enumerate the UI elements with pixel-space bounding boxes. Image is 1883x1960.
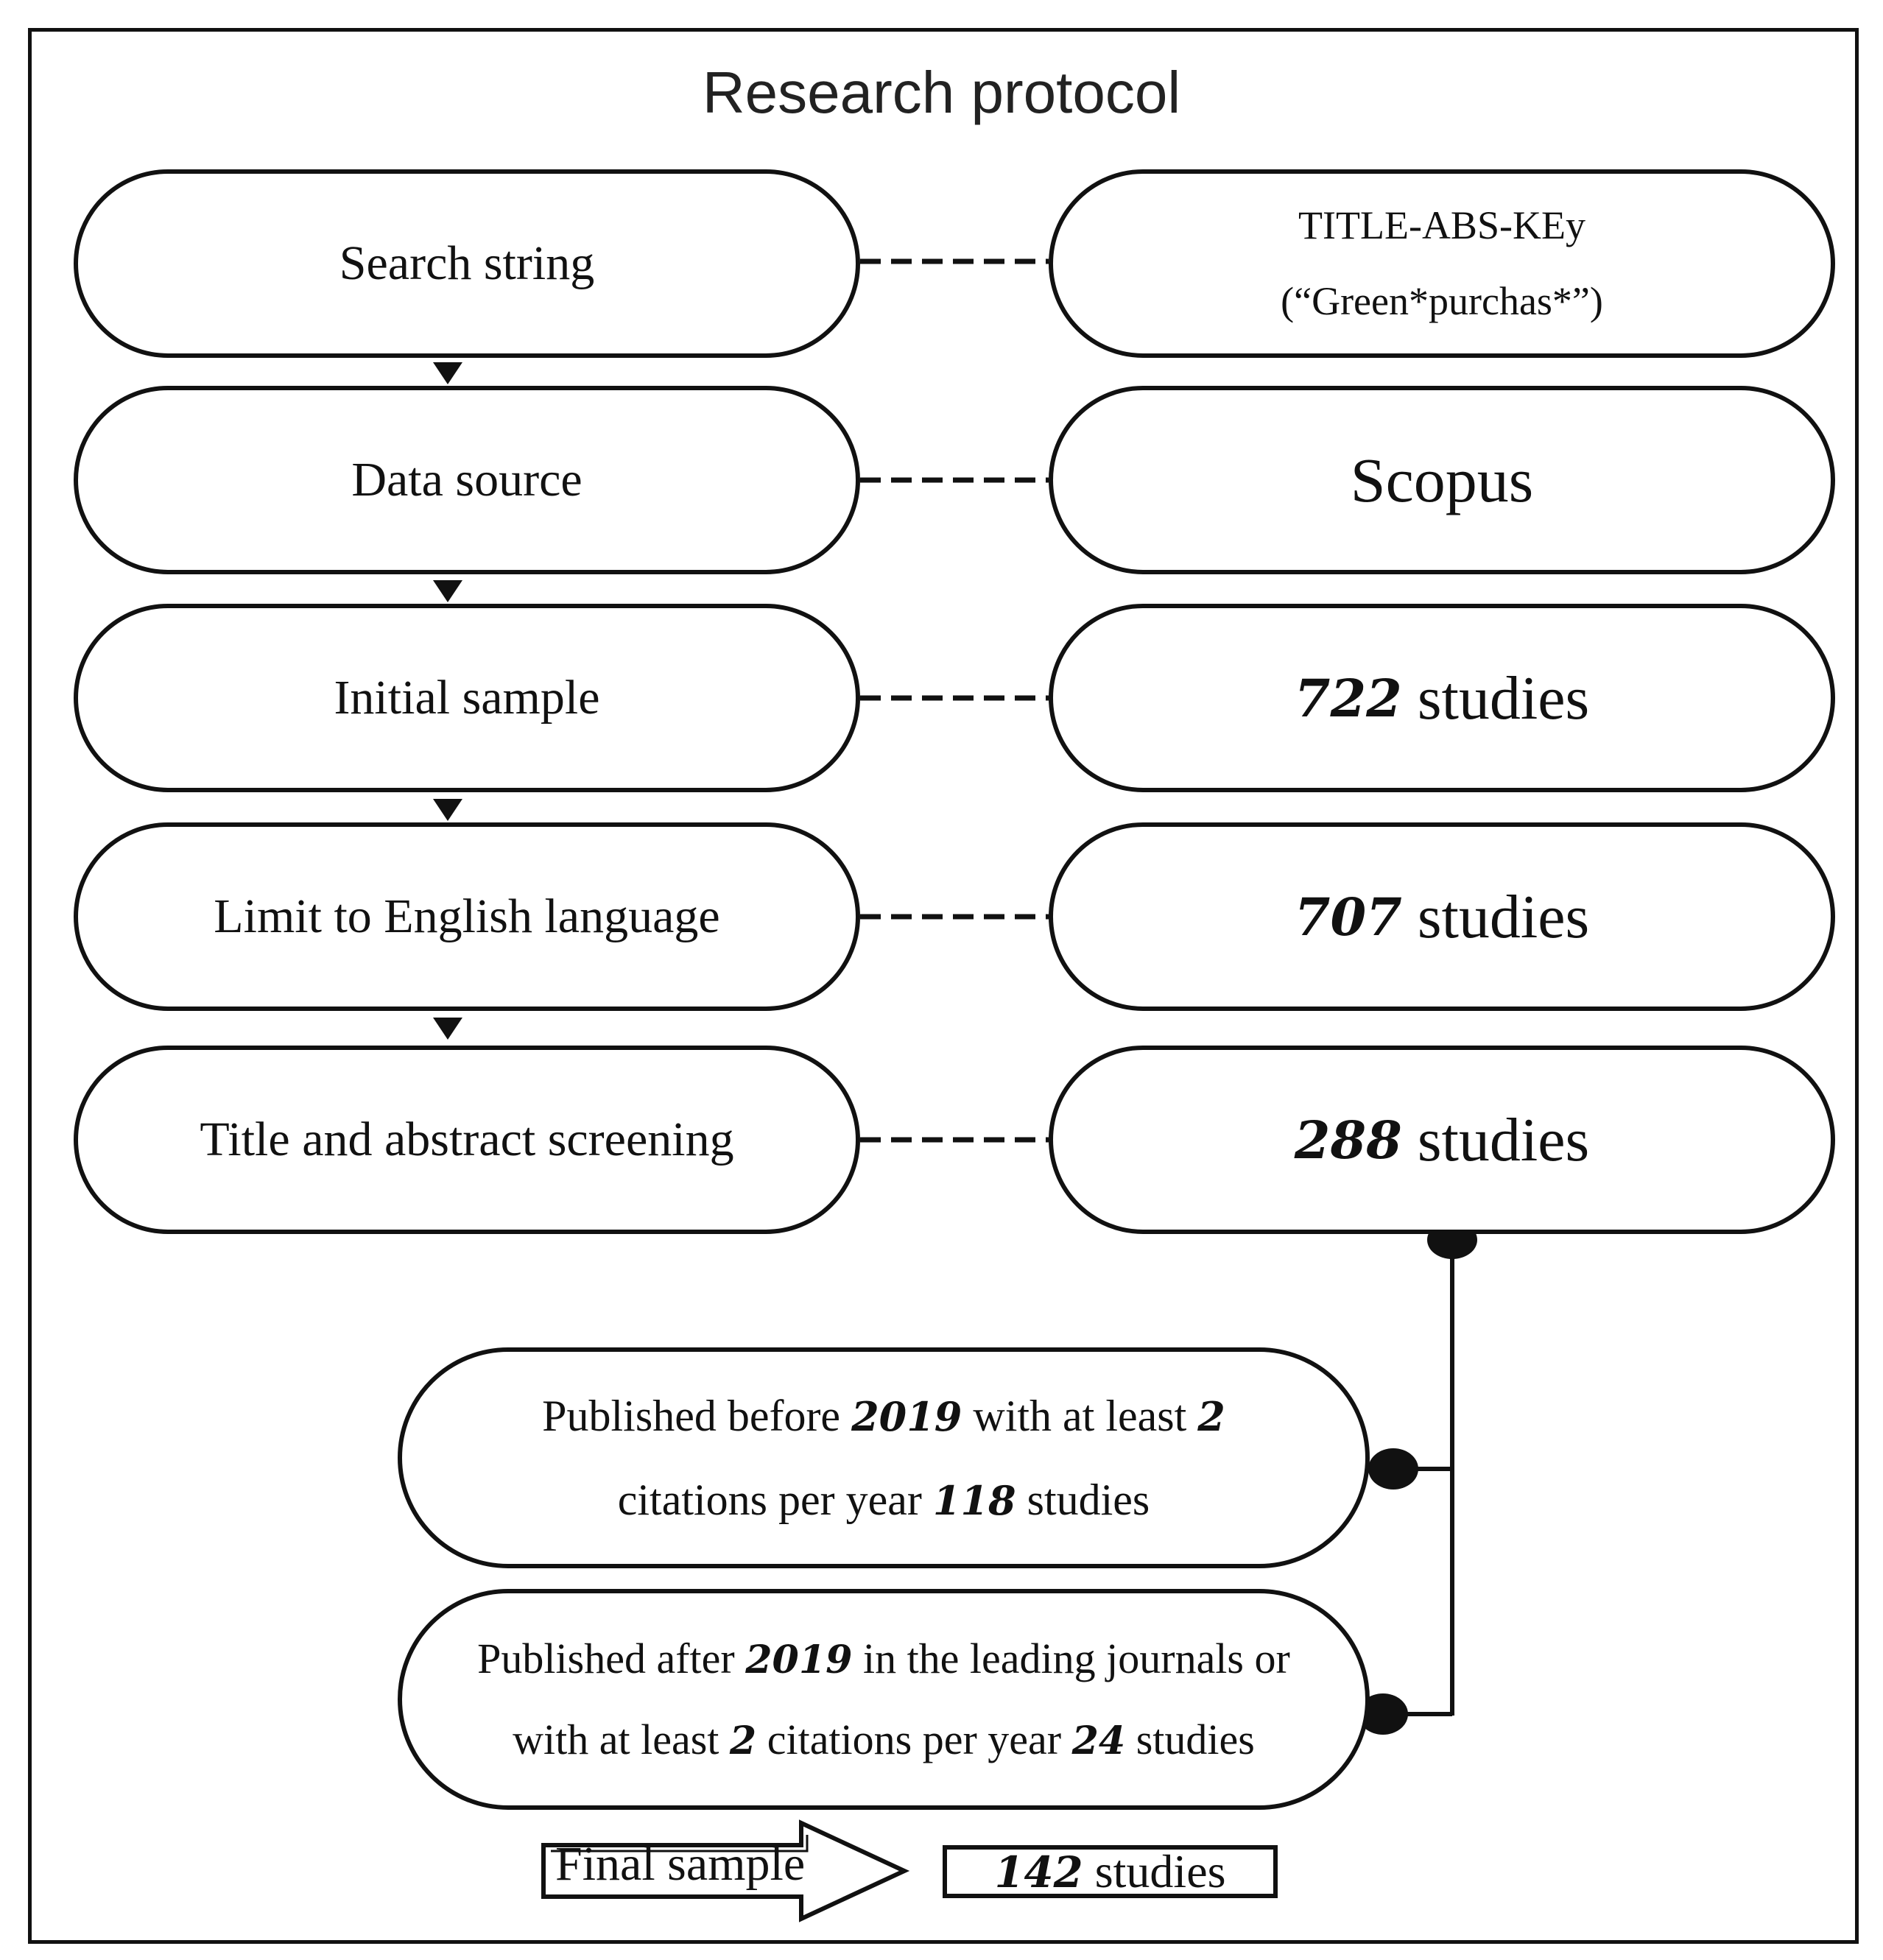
step-label: Initial sample xyxy=(334,671,600,725)
result-pill-data-source: Scopus xyxy=(1049,386,1835,574)
connector-dot-icon xyxy=(1368,1448,1418,1490)
study-count: 707 xyxy=(1294,886,1402,948)
filter-pill-after-2019: Published after 2019 in the leading jour… xyxy=(398,1589,1370,1810)
down-arrow-icon xyxy=(433,580,462,602)
down-arrow-icon xyxy=(433,1018,462,1040)
step-label: Limit to English language xyxy=(214,889,720,943)
step-pill-english-language: Limit to English language xyxy=(74,822,860,1011)
final-count: 142 xyxy=(994,1847,1083,1897)
final-sample-arrow-icon xyxy=(541,1819,910,1922)
result-line: (“Green*purchas*”) xyxy=(1281,279,1603,323)
filter-pill-before-2019: Published before 2019 with at least 2 ci… xyxy=(398,1347,1370,1568)
step-pill-initial-sample: Initial sample xyxy=(74,604,860,792)
down-arrow-icon xyxy=(433,799,462,821)
result-pill-initial-sample: 722 studies xyxy=(1049,604,1835,792)
step-pill-title-abstract-screening: Title and abstract screening xyxy=(74,1046,860,1234)
study-unit: studies xyxy=(1417,1105,1590,1174)
filter-line: with at least 2 citations per year 24 st… xyxy=(513,1716,1255,1763)
filter-line: Published after 2019 in the leading jour… xyxy=(477,1634,1290,1682)
diagram-title: Research protocol xyxy=(702,60,1181,125)
result-pill-search-string: TITLE-ABS-KEy (“Green*purchas*”) xyxy=(1049,169,1835,358)
final-unit: studies xyxy=(1094,1845,1226,1897)
step-label: Data source xyxy=(351,453,583,507)
step-label: Title and abstract screening xyxy=(200,1113,734,1166)
study-unit: studies xyxy=(1417,882,1590,951)
diagram-frame xyxy=(28,28,1859,1944)
final-sample-box: 142 studies xyxy=(943,1845,1278,1898)
final-sample-label: Final sample xyxy=(555,1837,806,1891)
result-value: Scopus xyxy=(1350,445,1534,515)
step-pill-data-source: Data source xyxy=(74,386,860,574)
study-count: 722 xyxy=(1294,667,1402,729)
step-label: Search string xyxy=(339,236,595,290)
result-pill-screening: 288 studies xyxy=(1049,1046,1835,1234)
filter-line: Published before 2019 with at least 2 xyxy=(542,1392,1225,1440)
result-pill-english-language: 707 studies xyxy=(1049,822,1835,1011)
connector-dot-icon xyxy=(1358,1693,1408,1735)
study-unit: studies xyxy=(1417,663,1590,733)
study-count: 288 xyxy=(1294,1109,1402,1171)
filter-line: citations per year 118 studies xyxy=(617,1476,1150,1524)
result-line: TITLE-ABS-KEy xyxy=(1298,203,1585,248)
step-pill-search-string: Search string xyxy=(74,169,860,358)
down-arrow-icon xyxy=(433,362,462,384)
